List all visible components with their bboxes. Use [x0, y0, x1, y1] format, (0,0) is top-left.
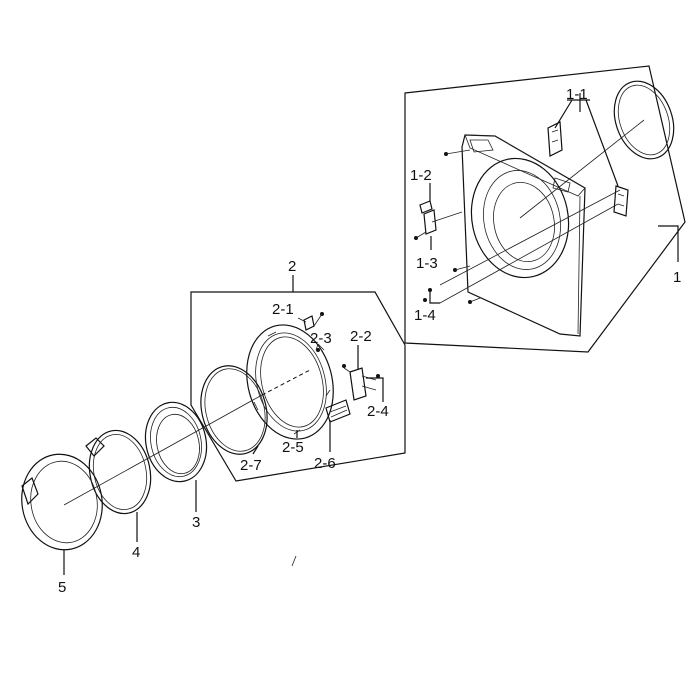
label-1-3: 1-3: [416, 255, 438, 272]
lock-parts: [419, 200, 437, 235]
label-1-4: 1-4: [414, 307, 436, 324]
label-2-2: 2-2: [350, 328, 372, 345]
door-frame-ring: [246, 324, 334, 440]
screws-group-2: [316, 312, 380, 378]
group-2-frame: [190, 291, 406, 482]
label-2-3: 2-3: [310, 330, 332, 347]
label-1-2: 1-2: [410, 167, 432, 184]
front-panel: [461, 134, 586, 337]
label-3: 3: [192, 514, 200, 531]
label-2-5: 2-5: [282, 439, 304, 456]
label-5: 5: [58, 579, 66, 596]
leaders-door-parts: [63, 394, 263, 575]
leaders-group-2: [252, 313, 384, 455]
hinge-parts: [547, 121, 629, 217]
small-catch: [303, 315, 315, 331]
door-glass: [144, 401, 208, 483]
door-outer-ring: [21, 453, 103, 551]
label-1-1: 1-1: [566, 86, 588, 103]
label-1: 1: [673, 269, 681, 286]
label-2-7: 2-7: [240, 457, 262, 474]
label-2-6: 2-6: [314, 455, 336, 472]
gasket-ring-1: [613, 80, 675, 160]
label-2: 2: [288, 258, 296, 275]
label-2-1: 2-1: [272, 301, 294, 318]
label-4: 4: [132, 544, 140, 561]
door-gasket: [200, 365, 268, 455]
group-1-frame: [404, 65, 686, 353]
door-inner-ring: [85, 429, 152, 515]
leaders-group-1: [415, 93, 679, 304]
label-2-4: 2-4: [367, 403, 389, 420]
stray-mark: [291, 555, 297, 567]
